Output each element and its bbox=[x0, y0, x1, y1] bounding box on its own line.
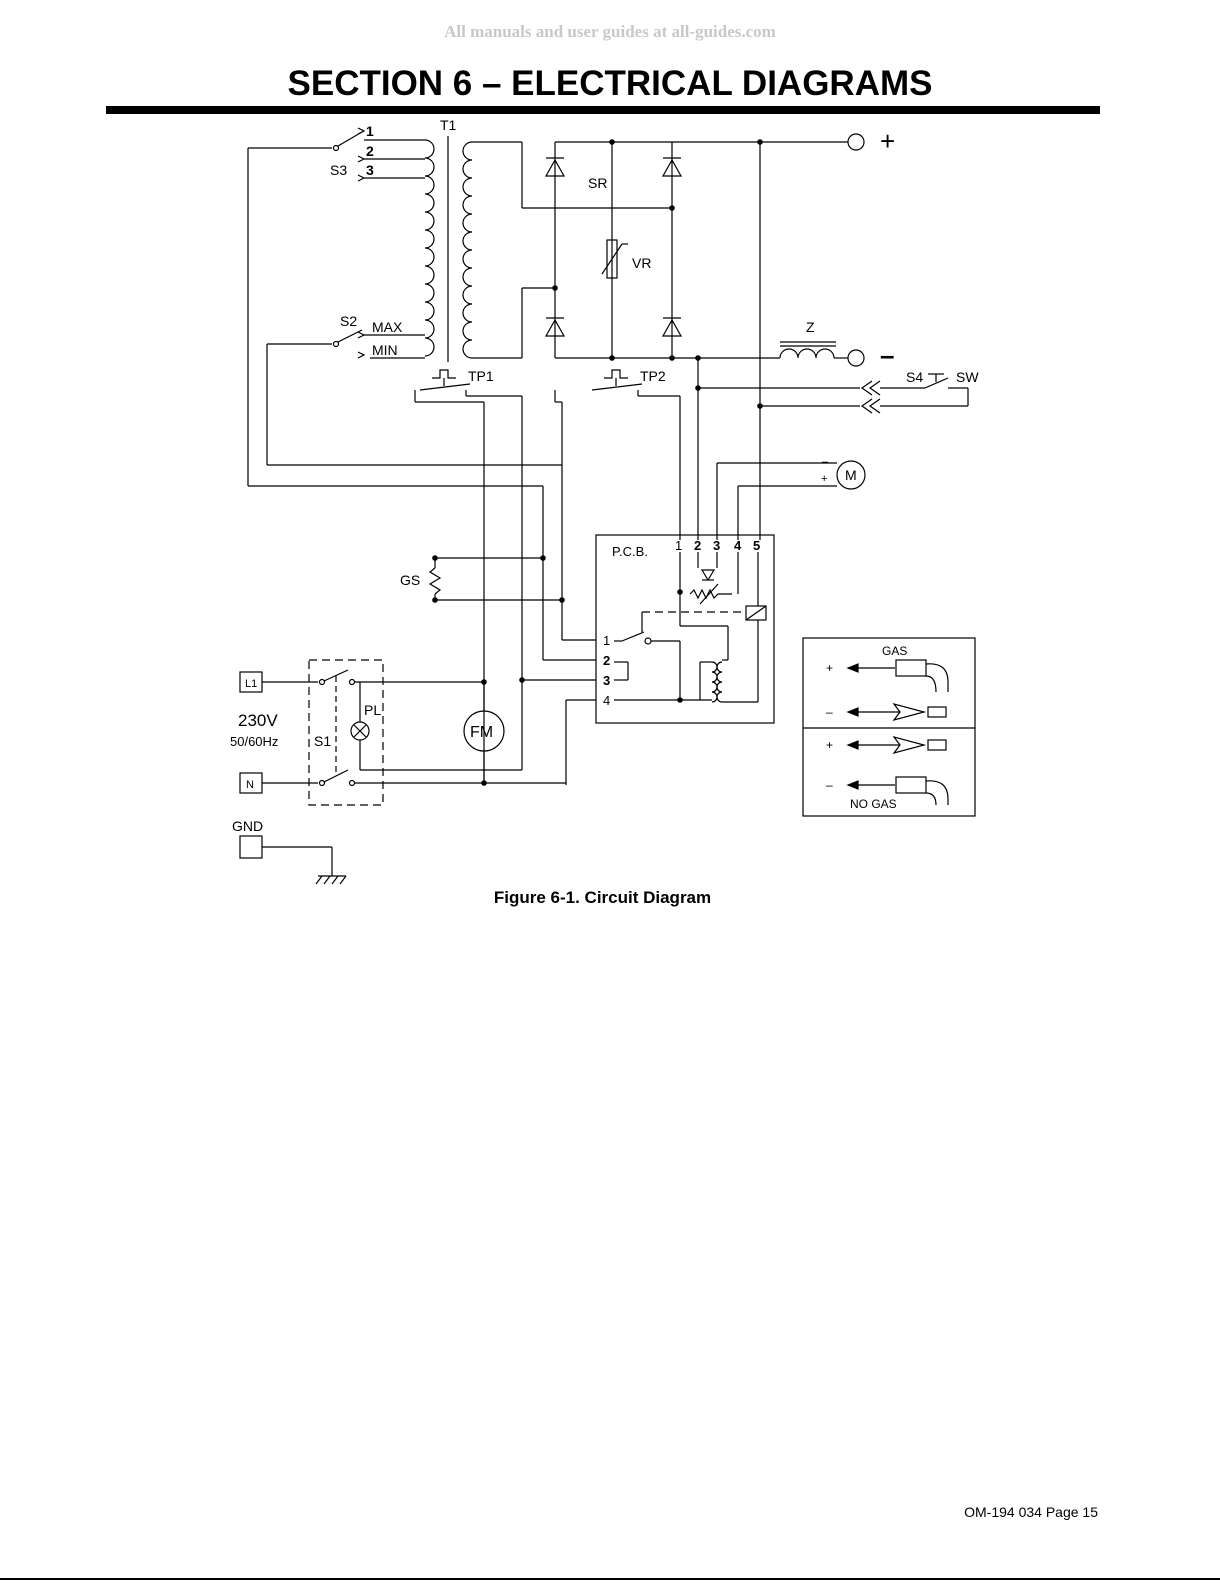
label-tap3: 3 bbox=[366, 162, 374, 178]
label-pcb-top-1: 1 bbox=[675, 538, 682, 553]
label-tp1: TP1 bbox=[468, 368, 494, 384]
label-tap2: 2 bbox=[366, 143, 374, 159]
figure-caption: Figure 6-1. Circuit Diagram bbox=[0, 888, 1205, 908]
ground-terminal bbox=[240, 836, 346, 884]
label-min: MIN bbox=[372, 342, 398, 358]
label-gas: GAS bbox=[882, 644, 907, 658]
label-pcb-top-2: 2 bbox=[694, 538, 701, 553]
bottom-rule bbox=[0, 1578, 1220, 1580]
page-footer: OM-194 034 Page 15 bbox=[964, 1504, 1098, 1520]
label-fm: FM bbox=[470, 724, 493, 741]
label-gnd: GND bbox=[232, 818, 263, 834]
label-sr: SR bbox=[588, 175, 607, 191]
label-pol-plus-2: + bbox=[826, 738, 833, 752]
label-pcb-left-3: 3 bbox=[603, 673, 610, 688]
label-s1: S1 bbox=[314, 733, 331, 749]
label-tp2: TP2 bbox=[640, 368, 666, 384]
label-motor: M bbox=[845, 467, 857, 483]
gun-switch-s4 bbox=[698, 374, 968, 413]
label-tap1: 1 bbox=[366, 123, 374, 139]
label-frequency: 50/60Hz bbox=[230, 734, 278, 749]
label-pcb-left-4: 4 bbox=[603, 693, 610, 708]
label-s4: S4 bbox=[906, 369, 923, 385]
label-pol-minus-1: – bbox=[826, 705, 833, 719]
gas-solenoid-gs bbox=[430, 558, 562, 600]
label-z: Z bbox=[806, 319, 815, 335]
junction-dots bbox=[432, 139, 763, 786]
label-pcb-top-3: 3 bbox=[713, 538, 720, 553]
label-voltage: 230V bbox=[238, 711, 278, 730]
s2-switch bbox=[248, 330, 562, 486]
label-l1: L1 bbox=[245, 678, 257, 690]
label-minus-terminal: – bbox=[880, 340, 894, 370]
label-max: MAX bbox=[372, 319, 403, 335]
label-s3: S3 bbox=[330, 162, 347, 178]
label-pol-plus-1: + bbox=[826, 661, 833, 675]
label-t1: T1 bbox=[440, 117, 457, 133]
label-no-gas: NO GAS bbox=[850, 797, 897, 811]
label-pcb: P.C.B. bbox=[612, 544, 648, 559]
label-gs: GS bbox=[400, 572, 420, 588]
label-pcb-left-1: 1 bbox=[603, 633, 610, 648]
s3-tap-switch bbox=[248, 128, 425, 486]
transformer-t1 bbox=[370, 136, 672, 362]
pcb-board bbox=[596, 535, 774, 723]
pcb-input-wiring bbox=[522, 486, 596, 785]
label-motor-plus: + bbox=[821, 473, 827, 485]
input-power-section bbox=[240, 660, 566, 805]
label-motor-minus: – bbox=[822, 456, 829, 468]
label-vr: VR bbox=[632, 255, 651, 271]
label-pol-minus-2: – bbox=[826, 778, 833, 792]
label-sw: SW bbox=[956, 369, 979, 385]
label-pcb-left-2: 2 bbox=[603, 653, 610, 668]
label-plus-terminal: + bbox=[880, 126, 895, 156]
label-pcb-top-4: 4 bbox=[734, 538, 742, 553]
label-n: N bbox=[246, 779, 254, 791]
label-s2: S2 bbox=[340, 313, 357, 329]
label-pcb-top-5: 5 bbox=[753, 538, 760, 553]
wire-feed-motor bbox=[717, 461, 865, 540]
label-pl: PL bbox=[364, 702, 381, 718]
inductor-z bbox=[698, 134, 864, 540]
